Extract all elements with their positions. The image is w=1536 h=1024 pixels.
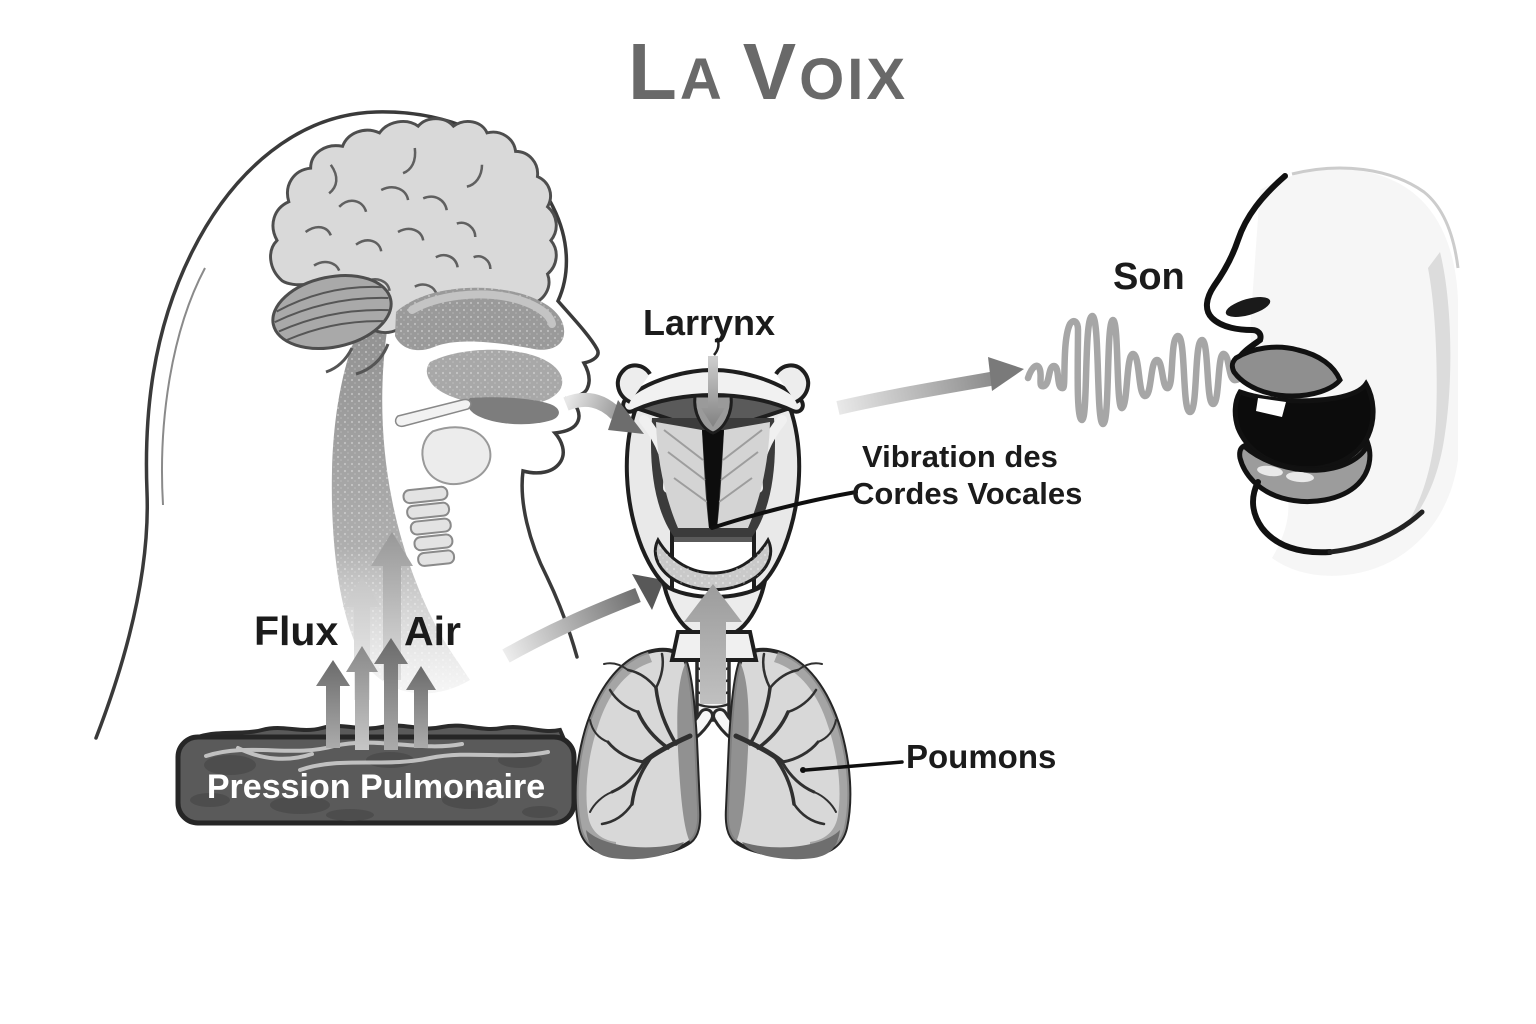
label-poumons: Poumons xyxy=(906,738,1057,775)
right-lung xyxy=(727,650,850,860)
air-arrow-short-1 xyxy=(316,660,350,748)
speaking-mouth-profile xyxy=(1204,166,1460,576)
tongue-texture xyxy=(426,349,563,407)
label-son: Son xyxy=(1113,256,1185,298)
mouth-floor xyxy=(467,397,559,425)
label-vibration-line1: Vibration des xyxy=(862,439,1058,474)
head-outline xyxy=(94,110,600,740)
airflow-up-arrows xyxy=(316,532,436,750)
air-arrow-short-3 xyxy=(374,638,408,750)
nostril xyxy=(1225,297,1271,317)
head-inner-line xyxy=(161,267,206,506)
label-vibration-cordes-vocales: Vibration des Cordes Vocales xyxy=(852,438,1082,512)
trachea-airflow-arrow xyxy=(684,584,742,704)
epiglottis xyxy=(394,398,472,428)
palate-highlight xyxy=(408,290,556,328)
nose-outline xyxy=(1204,173,1288,363)
label-flux: Flux xyxy=(254,608,339,654)
page-title: LaVoix xyxy=(0,26,1536,118)
cerebellum xyxy=(271,274,393,350)
diaphragm-pressure-band xyxy=(175,723,577,826)
head-top-contour xyxy=(1291,166,1460,269)
title-part: V xyxy=(742,27,800,116)
glottis xyxy=(702,430,724,528)
larynx-to-sound-arrow xyxy=(836,357,1024,415)
chin-outline xyxy=(1250,479,1333,556)
air-to-larynx-arrow xyxy=(502,574,664,663)
label-vibration-line2: Cordes Vocales xyxy=(852,476,1083,511)
air-arrow-short-4 xyxy=(406,666,436,748)
brainstem xyxy=(325,343,390,376)
sound-wave-icon xyxy=(1024,312,1267,428)
mouth-to-larynx-arrow xyxy=(563,392,644,434)
label-pression-pulmonaire: Pression Pulmonaire xyxy=(206,768,546,806)
title-part: oix xyxy=(799,47,909,112)
air-arrow-tall-light xyxy=(343,577,381,700)
air-arrow-short-2 xyxy=(346,646,378,750)
neck-larynx-rings xyxy=(402,426,492,567)
title-part: a xyxy=(679,47,725,112)
label-larynx: Larrynx xyxy=(643,302,776,343)
fold-striations xyxy=(663,429,763,503)
left-lung xyxy=(574,647,702,860)
jaw-shadow xyxy=(1327,509,1425,555)
lip-highlights xyxy=(1257,465,1314,483)
vibration-pointer-line xyxy=(710,490,858,530)
face-shading xyxy=(1402,252,1451,532)
label-air: Air xyxy=(404,608,461,654)
air-arrow-tall-mid xyxy=(371,532,413,680)
upper-lip xyxy=(1229,344,1343,399)
tooth xyxy=(1256,398,1286,417)
title-part: L xyxy=(627,27,680,116)
larynx-pointer-arrow xyxy=(701,337,725,427)
poumons-pointer-line xyxy=(800,760,904,773)
